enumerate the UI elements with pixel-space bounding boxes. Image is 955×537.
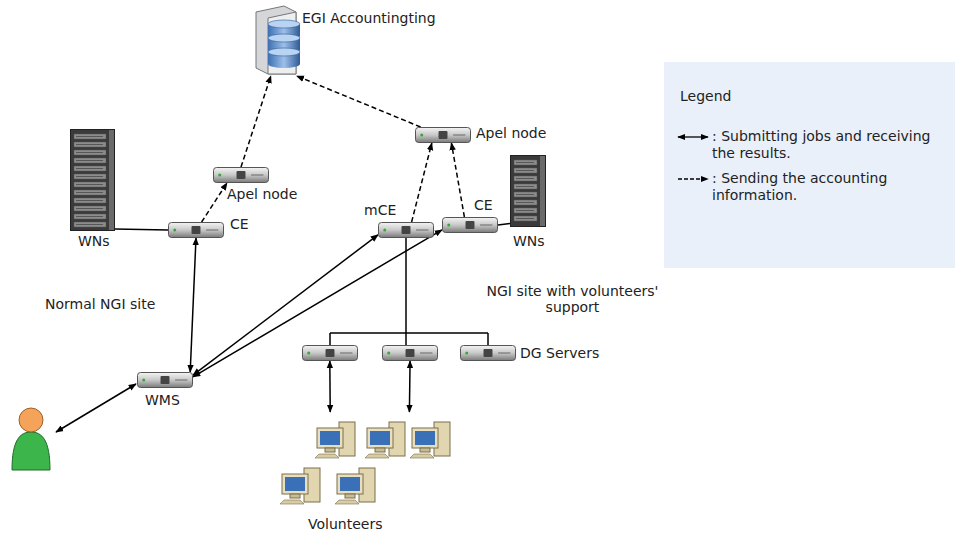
connector (412, 143, 432, 222)
network-node: CE (168, 222, 224, 238)
node-label: WNs (513, 233, 545, 249)
connector (297, 76, 421, 127)
rack-icon (70, 129, 115, 231)
legend-solid-sample (678, 136, 708, 137)
server-group-icon (302, 345, 516, 361)
network-node: Apel node (415, 127, 471, 143)
volunteer-computers (278, 412, 458, 512)
user-arrow (56, 384, 136, 432)
cloud-outline (355, 92, 653, 282)
network-node: Volunteers (278, 412, 458, 512)
node-label: WNs (78, 233, 110, 249)
user-icon (12, 408, 50, 470)
site-cloud: Normal NGI siteWNsCEApel node (55, 98, 313, 290)
node-label: CE (230, 216, 249, 232)
legend-title: Legend (680, 88, 731, 105)
network-node: WNs (70, 129, 115, 231)
network-node: DG Servers (302, 345, 516, 361)
connector (202, 183, 227, 222)
server-icon (213, 167, 269, 183)
server-icon (168, 222, 224, 238)
node-label: Apel node (227, 186, 297, 202)
connector (190, 238, 196, 372)
site-cloud: NGI site with volunteers' supportApel no… (355, 92, 653, 282)
rack-icon (510, 155, 546, 227)
network-node: mCE (378, 222, 434, 238)
dg-branch (330, 333, 488, 345)
connector (405, 238, 407, 345)
connector (241, 76, 271, 167)
server-icon (415, 127, 471, 143)
connector (115, 229, 168, 230)
legend-text: : Submitting jobs and receiving the resu… (712, 128, 944, 162)
node-label: NGI site with volunteers' support (475, 283, 670, 315)
network-node: WNs (510, 155, 546, 227)
node-label: WMS (145, 392, 180, 408)
node-label: EGI Accountingting (302, 10, 436, 26)
node-label: DG Servers (520, 345, 599, 361)
database-server-icon (250, 4, 302, 76)
connector (193, 235, 378, 375)
network-node: CE (442, 217, 498, 233)
connector (409, 361, 411, 412)
legend-dashed-sample (678, 178, 708, 179)
node-label: CE (474, 197, 493, 213)
node-label: mCE (364, 202, 396, 218)
node-label: Volunteers (308, 516, 382, 532)
network-node: WMS (137, 372, 193, 388)
connector (451, 143, 464, 217)
connector (498, 223, 510, 225)
server-icon (378, 222, 434, 238)
connector (329, 361, 331, 412)
network-node: EGI Accountingting (250, 4, 302, 76)
node-label: Apel node (476, 125, 546, 141)
network-node: Apel node (213, 167, 269, 183)
connector (193, 230, 442, 377)
server-icon (442, 217, 498, 233)
server-icon (137, 372, 193, 388)
node-label: Normal NGI site (45, 296, 155, 312)
legend-text: : Sending the accounting information. (712, 170, 944, 204)
